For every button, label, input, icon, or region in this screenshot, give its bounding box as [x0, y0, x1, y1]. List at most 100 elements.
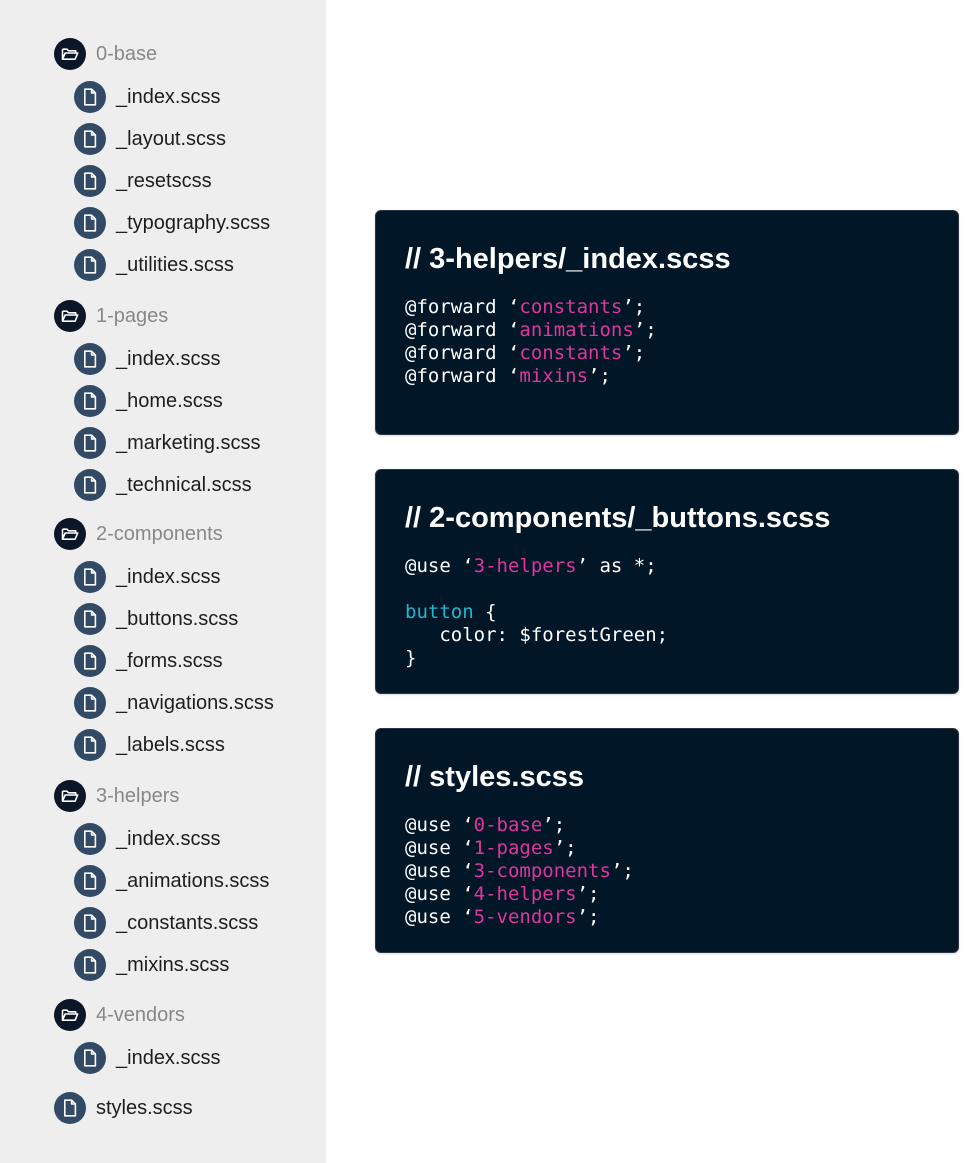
code-punct: ’ as *;	[576, 555, 657, 577]
file-item[interactable]: _mixins.scss	[74, 949, 229, 981]
file-item-label: _index.scss	[116, 1047, 221, 1069]
file-item[interactable]: _navigations.scss	[74, 687, 274, 719]
file-item[interactable]: _buttons.scss	[74, 603, 238, 635]
file-item-label: _index.scss	[116, 348, 221, 370]
code-string: constants	[519, 296, 623, 318]
file-icon	[74, 81, 106, 113]
file-item[interactable]: _layout.scss	[74, 123, 226, 155]
code-keyword: @forward	[405, 365, 508, 387]
code-punct: ’;	[588, 365, 611, 387]
code-keyword: @forward	[405, 342, 508, 364]
code-punct: ’;	[576, 906, 600, 928]
code-line: @use ‘1-pages’;	[405, 837, 634, 860]
file-item[interactable]: _typography.scss	[74, 207, 270, 239]
file-item[interactable]: _forms.scss	[74, 645, 223, 677]
folder-open-icon	[54, 300, 86, 332]
code-line: @forward ‘mixins’;	[405, 365, 657, 388]
file-item-label: _marketing.scss	[116, 432, 261, 454]
folder-item-label: 4-vendors	[96, 1004, 185, 1026]
file-item[interactable]: _animations.scss	[74, 865, 269, 897]
code-string: 0-base	[473, 814, 543, 836]
code-line: button {	[405, 601, 668, 624]
code-line: @forward ‘constants’;	[405, 342, 657, 365]
file-item[interactable]: _technical.scss	[74, 469, 252, 501]
code-line: @use ‘0-base’;	[405, 814, 634, 837]
file-item-root-label: styles.scss	[96, 1097, 193, 1119]
code-quote: ‘	[462, 814, 474, 836]
code-punct: ’;	[553, 837, 577, 859]
file-item[interactable]: _index.scss	[74, 561, 221, 593]
file-item[interactable]: _constants.scss	[74, 907, 258, 939]
folder-item-label: 2-components	[96, 523, 223, 545]
code-keyword: @use	[405, 860, 463, 882]
file-item-label: _utilities.scss	[116, 254, 234, 276]
folder-item[interactable]: 0-base	[54, 38, 157, 70]
code-keyword: {	[473, 601, 497, 623]
folder-open-icon	[54, 38, 86, 70]
code-card-title: // styles.scss	[405, 761, 584, 793]
file-item[interactable]: _index.scss	[74, 343, 221, 375]
file-icon	[74, 249, 106, 281]
file-icon	[74, 1042, 106, 1074]
code-quote: ‘	[462, 860, 474, 882]
code-punct: ’;	[542, 814, 566, 836]
file-icon	[74, 645, 106, 677]
file-item-label: _typography.scss	[116, 212, 271, 234]
file-item[interactable]: _home.scss	[74, 385, 223, 417]
code-line: @forward ‘animations’;	[405, 319, 657, 342]
file-icon	[74, 729, 106, 761]
code-block: @use ‘3-helpers’ as *; button { color: $f…	[405, 555, 668, 670]
code-string: 5-vendors	[473, 906, 577, 928]
code-quote: ‘	[507, 342, 520, 364]
file-icon	[74, 427, 106, 459]
folder-open-icon	[54, 999, 86, 1031]
file-item[interactable]: _index.scss	[74, 1042, 221, 1074]
code-selector: button	[405, 601, 474, 623]
folder-open-icon	[54, 780, 86, 812]
file-item-label: _technical.scss	[116, 474, 252, 496]
code-keyword: @forward	[405, 296, 508, 318]
code-line: @use ‘5-vendors’;	[405, 906, 634, 929]
code-string: 3-helpers	[473, 555, 577, 577]
code-line: @use ‘3-helpers’ as *;	[405, 555, 668, 578]
code-quote: ‘	[462, 883, 474, 905]
code-card-title: // 2-components/_buttons.scss	[405, 502, 831, 534]
folder-item[interactable]: 4-vendors	[54, 999, 185, 1031]
code-line: @use ‘3-components’;	[405, 860, 634, 883]
file-item-label: _home.scss	[116, 390, 223, 412]
code-quote: ‘	[462, 906, 474, 928]
code-card-title: // 3-helpers/_index.scss	[405, 243, 731, 275]
file-icon	[74, 123, 106, 155]
code-card: // 2-components/_buttons.scss @use ‘3-hel…	[375, 469, 959, 694]
code-string: animations	[519, 319, 634, 341]
folder-item[interactable]: 1-pages	[54, 300, 168, 332]
folder-item[interactable]: 3-helpers	[54, 780, 179, 812]
file-item-label: _resetscss	[116, 170, 212, 192]
file-icon	[74, 687, 106, 719]
file-item[interactable]: _labels.scss	[74, 729, 225, 761]
file-item[interactable]: _utilities.scss	[74, 249, 234, 281]
code-block: @use ‘0-base’;@use ‘1-pages’;@use ‘3-com…	[405, 814, 634, 929]
code-punct: ’;	[622, 342, 646, 364]
file-item[interactable]: _marketing.scss	[74, 427, 261, 459]
file-item-label: _labels.scss	[116, 734, 225, 756]
file-item-label: _constants.scss	[116, 912, 259, 934]
code-quote: ‘	[507, 296, 520, 318]
code-string: 3-components	[473, 860, 611, 882]
code-keyword: @use	[405, 906, 463, 928]
folder-item[interactable]: 2-components	[54, 518, 223, 550]
folder-item-label: 3-helpers	[96, 785, 180, 807]
file-item[interactable]: _index.scss	[74, 81, 221, 113]
file-item[interactable]: _index.scss	[74, 823, 221, 855]
code-line	[405, 578, 668, 601]
code-string: mixins	[519, 365, 589, 387]
file-icon	[74, 823, 106, 855]
code-punct: ’;	[610, 860, 634, 882]
file-item-label: _mixins.scss	[116, 954, 230, 976]
file-item-root[interactable]: styles.scss	[54, 1092, 193, 1124]
code-card: // styles.scss@use ‘0-base’;@use ‘1-page…	[375, 728, 959, 953]
file-item-label: _buttons.scss	[116, 608, 239, 630]
code-line: color: $forestGreen;	[405, 624, 668, 647]
file-item[interactable]: _resetscss	[74, 165, 212, 197]
